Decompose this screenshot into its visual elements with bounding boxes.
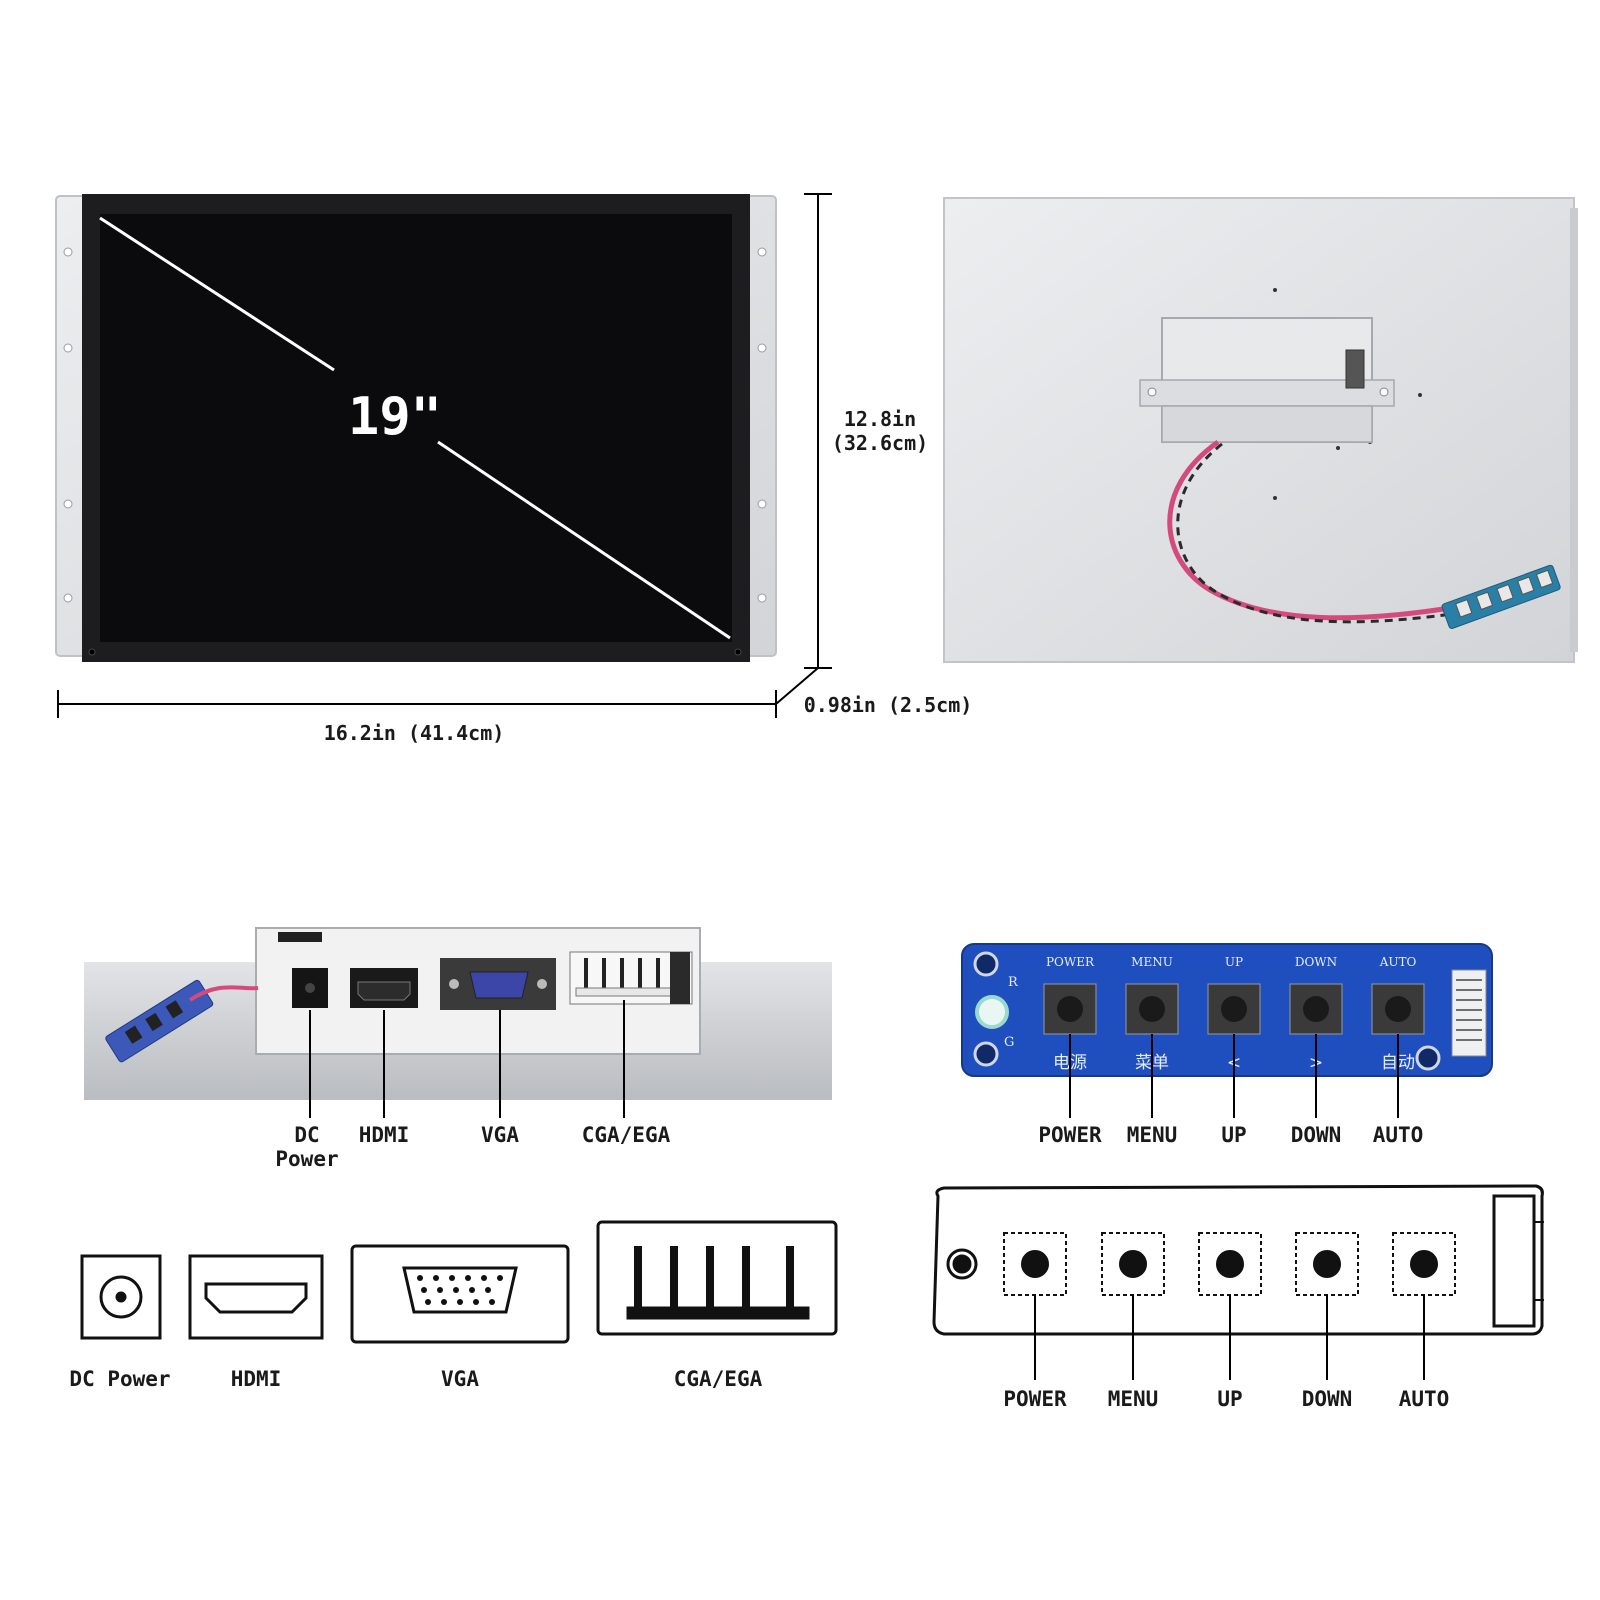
status-led	[975, 995, 1009, 1029]
ports-photo-callouts	[309, 1000, 625, 1118]
photo-callout-power: POWER	[1038, 1123, 1102, 1147]
cga-ega-photo-label: CGA/EGA	[582, 1123, 671, 1147]
height-label-line2: (32.6cm)	[832, 431, 928, 455]
photo-callout-auto: AUTO	[1373, 1123, 1424, 1147]
dc-power-icon	[80, 1254, 162, 1340]
diagram-down-button-icon	[1295, 1232, 1359, 1296]
vga-photo-label: VGA	[481, 1123, 519, 1147]
controller-box-port	[1345, 349, 1365, 389]
port-icons	[80, 1220, 838, 1344]
depth-dimension-line	[775, 667, 819, 705]
diagram-power-button-icon	[1003, 1232, 1067, 1296]
keypad-connector	[1451, 969, 1487, 1057]
diagram-auto-button-icon	[1392, 1232, 1456, 1296]
hdmi-photo-label: HDMI	[359, 1123, 410, 1147]
vga-icon	[350, 1244, 570, 1344]
diagram-menu-button-icon	[1101, 1232, 1165, 1296]
diagram-callout-auto: AUTO	[1399, 1387, 1450, 1411]
dc-power-label-line1: DC	[294, 1123, 319, 1147]
menu-switch-photo	[1125, 983, 1179, 1035]
dc-power-label-line2: Power	[275, 1147, 338, 1171]
auto-switch-photo	[1371, 983, 1425, 1035]
diagram-callout-menu: MENU	[1108, 1387, 1159, 1411]
hdmi-icon	[188, 1254, 324, 1340]
diagonal-line-lower	[437, 440, 731, 640]
up-switch-photo	[1207, 983, 1261, 1035]
led-label-r: R	[1008, 975, 1019, 990]
rear-keypad-board	[1441, 564, 1561, 629]
board-label-auto: AUTO	[1379, 955, 1417, 969]
cga-ega-icon-label: CGA/EGA	[674, 1367, 763, 1391]
led-label-g: G	[1004, 1035, 1014, 1050]
monitor-rear-view	[943, 197, 1578, 663]
board-label-down: DOWN	[1295, 955, 1337, 969]
monitor-front-view: 19"	[55, 194, 777, 662]
frame-mounting-holes	[63, 247, 767, 603]
board-label-power: POWER	[1046, 955, 1095, 969]
diagram-led-icon	[946, 1248, 978, 1280]
keypad-cable	[1167, 439, 1451, 621]
diagram-callout-up: UP	[1217, 1387, 1242, 1411]
screen-size-label: 19"	[348, 387, 442, 447]
down-switch-photo	[1289, 983, 1343, 1035]
diagram-buttons	[1003, 1232, 1456, 1296]
keypad-line-diagram	[932, 1184, 1544, 1336]
diagram-connector	[1492, 1194, 1536, 1328]
board-label-up: UP	[1225, 955, 1243, 969]
dc-power-icon-label: DC Power	[69, 1367, 170, 1391]
keypad-photo-callouts	[1069, 1034, 1399, 1118]
diagram-callout-down: DOWN	[1302, 1387, 1353, 1411]
keypad-photo-buttons	[1043, 983, 1425, 1035]
board-label-menu: MENU	[1131, 955, 1173, 969]
width-label: 16.2in (41.4cm)	[324, 721, 505, 745]
keypad-diagram-callouts	[1034, 1295, 1425, 1380]
dimension-lines	[57, 193, 832, 718]
photo-keypad-board	[105, 979, 214, 1063]
keypad-diagram-outline	[932, 1184, 1544, 1336]
power-switch-photo	[1043, 983, 1097, 1035]
cga-ega-icon	[596, 1220, 838, 1336]
depth-label: 0.98in (2.5cm)	[804, 693, 973, 717]
hdmi-icon-label: HDMI	[231, 1367, 282, 1391]
diagonal-line-upper	[99, 216, 335, 372]
vga-icon-label: VGA	[441, 1367, 479, 1391]
photo-callout-down: DOWN	[1291, 1123, 1342, 1147]
keypad-board-photo: R G POWER MENU UP DOWN AUTO 电源 菜单 <	[961, 943, 1493, 1077]
diagram-callout-power: POWER	[1003, 1387, 1067, 1411]
photo-callout-menu: MENU	[1127, 1123, 1178, 1147]
height-label-line1: 12.8in	[844, 407, 916, 431]
photo-callout-up: UP	[1221, 1123, 1246, 1147]
ports-photo	[84, 927, 832, 1100]
diagram-up-button-icon	[1198, 1232, 1262, 1296]
